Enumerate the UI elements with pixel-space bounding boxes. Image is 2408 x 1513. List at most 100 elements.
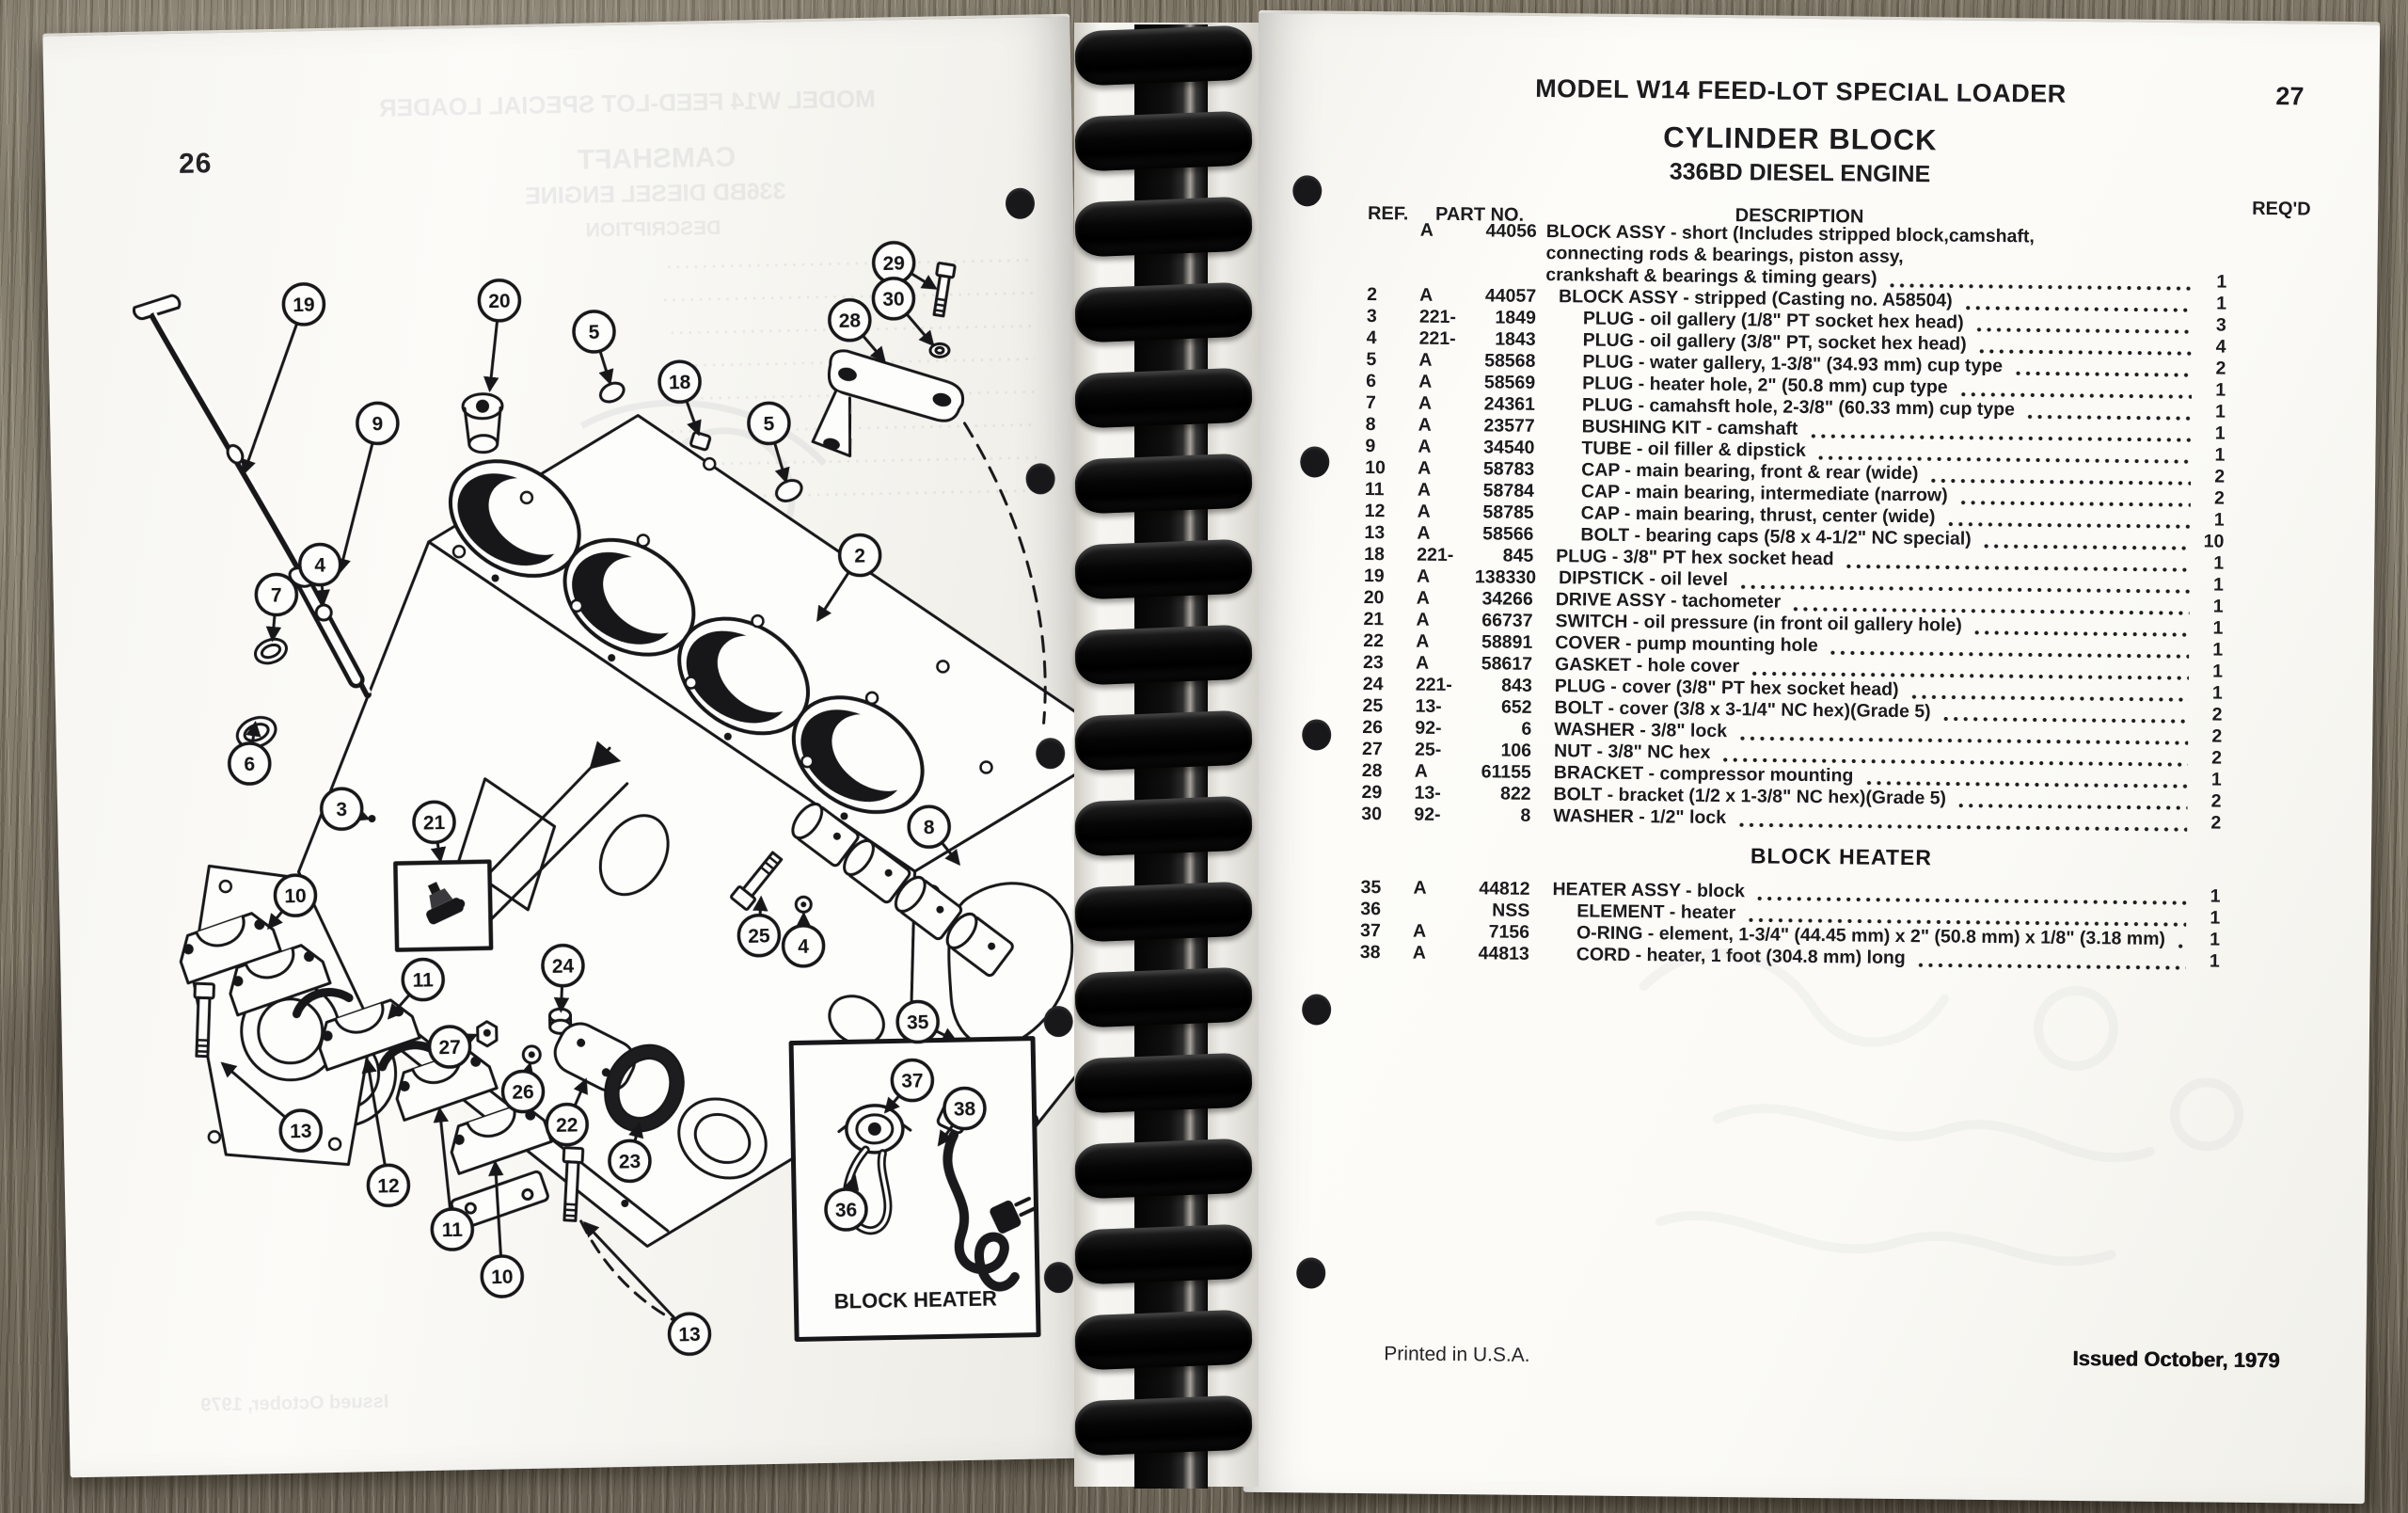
comb-binding — [1070, 24, 1259, 1489]
svg-text:29: 29 — [882, 253, 905, 275]
svg-text:5: 5 — [763, 413, 774, 435]
svg-text:26: 26 — [512, 1081, 534, 1103]
callout-balloon-6: 6 — [228, 720, 272, 786]
ghost-header: MODEL W14 FEED-LOT SPECIAL LOADER — [379, 85, 876, 122]
callout-balloon-38: 38 — [937, 1086, 987, 1147]
dot-leader — [1907, 679, 2189, 705]
callout-balloon-24: 24 — [541, 943, 585, 1013]
binder-hole — [1292, 175, 1323, 207]
callout-balloon-11: 11 — [430, 1107, 475, 1251]
svg-text:5: 5 — [588, 322, 599, 343]
svg-text:27: 27 — [438, 1037, 461, 1059]
comb-binding-tooth — [1073, 196, 1254, 258]
svg-text:19: 19 — [293, 295, 315, 316]
right-page: MODEL W14 FEED-LOT SPECIAL LOADER 27 CYL… — [1243, 12, 2381, 1505]
footer-issued-date: Issued October, 1979 — [2072, 1346, 2280, 1373]
comb-binding-tooth — [1073, 1309, 1254, 1371]
svg-text:25: 25 — [748, 925, 770, 947]
callout-balloon-4: 4 — [297, 542, 342, 606]
dot-leader — [2010, 356, 2193, 380]
comb-binding-tooth — [1073, 367, 1254, 429]
footer-printed-in: Printed in U.S.A. — [1384, 1343, 1530, 1366]
ghost-footer: Issued October, 1979 — [200, 1392, 388, 1416]
svg-text:28: 28 — [838, 310, 861, 331]
comb-binding-tooth — [1073, 24, 1254, 87]
comb-binding-tooth — [1073, 1223, 1254, 1285]
callout-balloon-29: 29 — [871, 241, 938, 290]
callout-balloon-13: 13 — [220, 1061, 324, 1153]
dot-leader — [1972, 311, 2193, 337]
dot-leader — [2022, 399, 2192, 423]
callout-balloon-11: 11 — [387, 957, 445, 1020]
svg-text:3: 3 — [336, 799, 347, 820]
dot-leader — [1974, 333, 2193, 358]
callout-balloon-25: 25 — [737, 895, 782, 958]
svg-text:13: 13 — [290, 1121, 312, 1142]
svg-text:13: 13 — [678, 1324, 701, 1346]
callout-balloon-5: 5 — [572, 310, 616, 386]
callout-balloon-26: 26 — [500, 1061, 546, 1114]
dot-leader — [1970, 614, 2190, 640]
callout-balloon-13: 13 — [583, 1220, 712, 1356]
ghost-subtitle: 336BD DIESEL ENGINE — [525, 178, 786, 209]
dot-leader — [1885, 267, 2194, 294]
comb-binding-tooth — [1073, 1052, 1254, 1114]
svg-text:21: 21 — [423, 812, 446, 834]
inset-caption: BLOCK HEATER — [834, 1286, 998, 1313]
callout-balloon-12: 12 — [361, 1057, 411, 1208]
svg-text:10: 10 — [284, 885, 307, 907]
callout-balloon-19: 19 — [241, 282, 326, 475]
comb-binding-tooth — [1073, 795, 1254, 857]
dot-leader — [1954, 788, 2188, 813]
camshaft-bushings-drawing — [791, 803, 1014, 978]
svg-text:4: 4 — [798, 936, 809, 958]
comb-binding-tooth — [1073, 110, 1254, 172]
callout-balloon-35: 35 — [895, 999, 958, 1044]
compressor-bracket-drawing — [811, 262, 1047, 725]
dot-leader — [1956, 485, 2192, 510]
ghost-title: CAMSHAFT — [578, 142, 737, 176]
left-page: 26 MODEL W14 FE — [42, 16, 1098, 1478]
section-heading-block-heater: BLOCK HEATER — [1750, 843, 1933, 870]
svg-text:22: 22 — [556, 1114, 578, 1136]
comb-binding-tooth — [1073, 453, 1254, 515]
dot-leader — [1734, 807, 2188, 835]
callout-balloon-2: 2 — [816, 533, 882, 622]
callout-balloon-22: 22 — [545, 1077, 589, 1147]
binder-hole — [1300, 446, 1330, 478]
callout-balloon-9: 9 — [335, 401, 400, 575]
right-page-number: 27 — [2275, 82, 2305, 111]
svg-text:35: 35 — [907, 1011, 929, 1033]
svg-text:38: 38 — [954, 1098, 976, 1120]
dot-leader — [1943, 506, 2191, 532]
callout-balloon-27: 27 — [427, 1025, 479, 1069]
svg-text:20: 20 — [488, 291, 511, 312]
callout-balloon-20: 20 — [477, 279, 522, 393]
callout-balloon-4: 4 — [781, 911, 826, 968]
callout-balloon-37: 37 — [883, 1058, 935, 1114]
svg-text:18: 18 — [669, 372, 691, 393]
callout-balloon-10: 10 — [480, 1160, 525, 1298]
ghost-columns: DESCRIPTION — [585, 217, 721, 242]
callout-balloon-23: 23 — [608, 1122, 652, 1184]
bleedthrough-ghost-diagram — [1639, 948, 2244, 1266]
callout-balloon-3: 3 — [319, 787, 371, 831]
model-header: MODEL W14 FEED-LOT SPECIAL LOADER — [1535, 73, 2067, 108]
tachometer-drive-drawing — [461, 392, 504, 454]
comb-binding-tooth — [1073, 281, 1254, 343]
svg-text:24: 24 — [552, 955, 575, 977]
svg-text:10: 10 — [491, 1266, 514, 1288]
svg-text:7: 7 — [271, 584, 282, 606]
comb-binding-tooth — [1073, 709, 1254, 772]
svg-text:8: 8 — [924, 817, 935, 838]
bearing-caps-drawing — [171, 906, 689, 1329]
svg-text:9: 9 — [372, 413, 383, 435]
exploded-diagram-cylinder-block: MODEL W14 FEED-LOT SPECIAL LOADER CAMSHA… — [133, 85, 1098, 1416]
comb-binding-tooth — [1073, 1394, 1254, 1457]
dot-leader — [1960, 290, 2194, 315]
callout-balloon-8: 8 — [907, 804, 961, 867]
comb-binding-tooth — [1073, 624, 1254, 686]
